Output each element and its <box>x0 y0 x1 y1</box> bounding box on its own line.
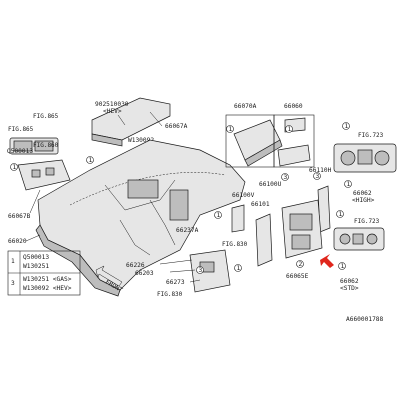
center-display-unit <box>233 119 283 167</box>
label-66110h: 66110H <box>309 167 332 174</box>
callout-a: 1 <box>10 163 18 171</box>
legend-row-2-line-2: W130092 <HEV> <box>23 285 72 292</box>
label-66060: 66060 <box>284 103 303 110</box>
left-lower-unit <box>17 159 71 191</box>
legend-table <box>7 250 81 296</box>
svg-text:2: 2 <box>299 261 303 268</box>
legend-row-1-line-2: W130251 <box>23 263 49 270</box>
svg-text:1: 1 <box>341 263 345 270</box>
hvac-control-std <box>333 227 385 251</box>
svg-text:3: 3 <box>316 173 320 180</box>
callout-g: 3 <box>281 173 289 181</box>
svg-text:1: 1 <box>217 212 221 219</box>
box-66060 <box>273 114 315 168</box>
label-66100v: 66100V <box>232 192 255 199</box>
svg-text:1: 1 <box>345 123 349 130</box>
callout-e: 1 <box>342 122 350 130</box>
callout-b: 1 <box>86 156 94 164</box>
label-66070a: 66070A <box>234 103 257 110</box>
label-902510030: 902510030 <box>95 101 129 108</box>
label-hev: <HEV> <box>103 108 122 115</box>
callout-i: 1 <box>214 211 222 219</box>
center-bezel-66065e <box>281 199 323 259</box>
label-66062-std-sub: <STD> <box>340 285 359 292</box>
vent-66100v <box>231 204 245 233</box>
callout-c: 1 <box>226 125 234 133</box>
label-66065e: 66065E <box>286 273 309 280</box>
left-vent-unit <box>9 137 59 155</box>
label-66062-high: 66062 <box>353 190 372 197</box>
svg-text:1: 1 <box>13 164 17 171</box>
callout-f: 1 <box>344 180 352 188</box>
label-66067b: 66067B <box>8 213 31 220</box>
label-fig-860: FIG.860 <box>33 142 59 149</box>
svg-text:1: 1 <box>339 211 343 218</box>
label-fig-830-bot: FIG.830 <box>157 291 183 298</box>
label-fig-865b: FIG.865 <box>33 113 59 120</box>
hvac-control-high <box>333 143 397 173</box>
label-66226: 66226 <box>126 262 145 269</box>
callout-l: 1 <box>338 262 346 270</box>
label-66100u: 66100U <box>259 181 282 188</box>
svg-text:1: 1 <box>288 126 292 133</box>
legend-row-1-line-1: Q500013 <box>23 254 49 261</box>
legend-row-2-line-1: W130251 <GAS> <box>23 276 72 283</box>
label-66203: 66203 <box>135 270 154 277</box>
label-fig-865: FIG.865 <box>8 126 34 133</box>
label-66101: 66101 <box>251 201 270 208</box>
callout-d: 1 <box>285 125 293 133</box>
diagram-id: A660001788 <box>346 316 384 323</box>
label-fig-830-top: FIG.830 <box>222 241 248 248</box>
label-66062-std: 66062 <box>340 278 359 285</box>
red-arrow-icon <box>320 254 334 268</box>
label-66020: 66020 <box>8 238 27 245</box>
svg-text:1: 1 <box>229 126 233 133</box>
callout-j: 1 <box>336 210 344 218</box>
svg-text:3: 3 <box>199 267 203 274</box>
front-arrow <box>95 265 123 287</box>
label-q500013: Q500013 <box>7 148 33 155</box>
svg-text:1: 1 <box>347 181 351 188</box>
legend-row-1-num: 1 <box>11 258 15 265</box>
glovebox-lid <box>91 97 171 147</box>
callout-k: 1 <box>234 264 242 272</box>
lower-bracket <box>189 249 231 293</box>
dashboard-panel <box>35 139 246 297</box>
callout-m: 2 <box>296 260 304 268</box>
panel-66101 <box>255 213 273 267</box>
label-fig-723-mid: FIG.723 <box>354 218 380 225</box>
callout-h: 3 <box>313 172 321 180</box>
svg-text:3: 3 <box>284 174 288 181</box>
label-66273: 66273 <box>166 279 185 286</box>
label-66062-high-sub: <HIGH> <box>352 197 375 204</box>
center-bracket <box>277 117 311 167</box>
label-fig-723-top: FIG.723 <box>358 132 384 139</box>
label-66067a: 66067A <box>165 123 188 130</box>
svg-text:1: 1 <box>89 157 93 164</box>
label-66237a: 66237A <box>176 227 199 234</box>
svg-text:1: 1 <box>237 265 241 272</box>
callout-n: 3 <box>196 266 204 274</box>
label-w130092: W130092 <box>128 137 154 144</box>
legend-row-2-num: 3 <box>11 280 15 287</box>
